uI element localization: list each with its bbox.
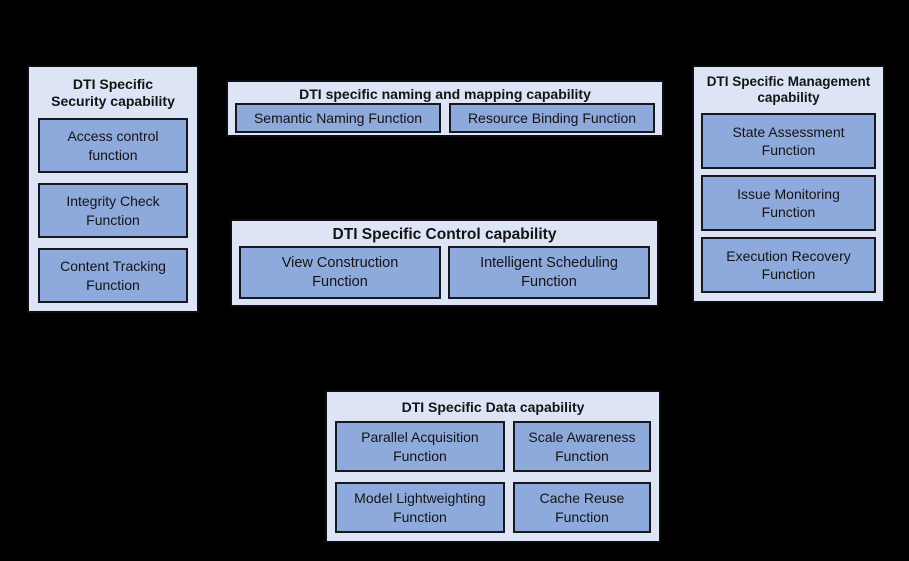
data-capability-title: DTI Specific Data capability <box>401 399 585 415</box>
control-capability-title: DTI Specific Control capability <box>332 226 557 243</box>
function-box-integrity-check: Integrity Check Function <box>38 183 188 238</box>
group-data-capability: DTI Specific Data capability Parallel Ac… <box>325 390 661 543</box>
naming-mapping-capability-title: DTI specific naming and mapping capabili… <box>299 86 591 102</box>
data-function-grid: Parallel Acquisition Function Scale Awar… <box>327 421 659 541</box>
function-box-cache-reuse: Cache Reuse Function <box>512 482 651 533</box>
security-function-list: Access control function Integrity Check … <box>29 118 197 311</box>
function-box-intelligent-scheduling: Intelligent Scheduling Function <box>448 246 650 299</box>
function-box-semantic-naming: Semantic Naming Function <box>235 103 441 134</box>
management-function-list: State Assessment Function Issue Monitori… <box>694 113 883 300</box>
group-naming-mapping-capability: DTI specific naming and mapping capabili… <box>226 80 664 137</box>
function-box-access-control: Access control function <box>38 118 188 173</box>
group-management-capability: DTI Specific Management capability State… <box>692 65 885 303</box>
function-box-execution-recovery: Execution Recovery Function <box>701 237 876 293</box>
function-box-view-construction: View Construction Function <box>239 246 441 299</box>
control-function-list: View Construction Function Intelligent S… <box>232 246 657 305</box>
function-box-resource-binding: Resource Binding Function <box>449 103 655 134</box>
function-box-parallel-acquisition: Parallel Acquisition Function <box>335 421 505 472</box>
security-capability-title: DTI Specific Security capability <box>51 76 175 110</box>
function-box-scale-awareness: Scale Awareness Function <box>512 421 651 472</box>
function-box-content-tracking: Content Tracking Function <box>38 248 188 303</box>
management-capability-title: DTI Specific Management capability <box>706 74 871 106</box>
function-box-state-assessment: State Assessment Function <box>701 113 876 169</box>
group-security-capability: DTI Specific Security capability Access … <box>27 65 199 313</box>
function-box-model-lightweighting: Model Lightweighting Function <box>335 482 505 533</box>
naming-function-list: Semantic Naming Function Resource Bindin… <box>228 103 662 138</box>
group-control-capability: DTI Specific Control capability View Con… <box>230 219 659 307</box>
function-box-issue-monitoring: Issue Monitoring Function <box>701 175 876 231</box>
